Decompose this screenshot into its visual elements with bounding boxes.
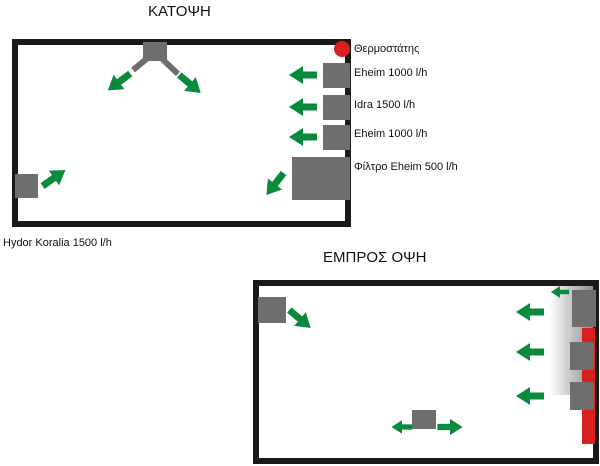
flow-arrow-icon <box>289 98 317 116</box>
front-view-tank <box>253 280 599 464</box>
idra-label: Idra 1500 l/h <box>354 99 415 111</box>
front-bottom-pump <box>412 410 436 429</box>
koralia-pump <box>15 174 38 198</box>
flow-arrow-icon <box>107 70 133 91</box>
flow-arrow-icon <box>516 387 544 405</box>
thermostat-label: Θερμοστάτης <box>354 43 419 55</box>
flow-arrow-icon <box>266 170 287 196</box>
flow-arrow-icon <box>437 418 463 436</box>
front-pump-3 <box>570 382 594 410</box>
flow-arrow-icon <box>289 66 317 84</box>
front-pump-1 <box>572 290 596 327</box>
eheim-pump-1 <box>323 63 350 88</box>
flow-arrow-icon <box>289 128 317 146</box>
eheim-filter <box>292 157 350 200</box>
thermostat-icon <box>334 41 350 57</box>
front-view-title: ΕΜΠΡΟΣ ΟΨΗ <box>323 249 426 266</box>
flow-arrow-icon <box>516 343 544 361</box>
idra-pump <box>323 95 350 120</box>
front-pump-2 <box>570 342 594 370</box>
eheim-2-label: Eheim 1000 l/h <box>354 128 427 140</box>
top-view-title: ΚΑΤΟΨΗ <box>148 3 211 20</box>
top-center-pump <box>131 42 181 77</box>
front-koralia-pump <box>258 297 286 323</box>
eheim-pump-2 <box>323 125 350 150</box>
flow-arrow-icon <box>550 286 570 298</box>
flow-arrow-icon <box>516 303 544 321</box>
flow-arrow-icon <box>391 420 413 434</box>
eheim-1-label: Eheim 1000 l/h <box>354 67 427 79</box>
flow-arrow-icon <box>177 72 201 93</box>
flow-arrow-icon <box>287 307 311 328</box>
koralia-label: Hydor Koralia 1500 l/h <box>3 237 112 249</box>
filter-label: Φίλτρο Eheim 500 l/h <box>354 161 458 173</box>
flow-arrow-icon <box>40 169 66 189</box>
